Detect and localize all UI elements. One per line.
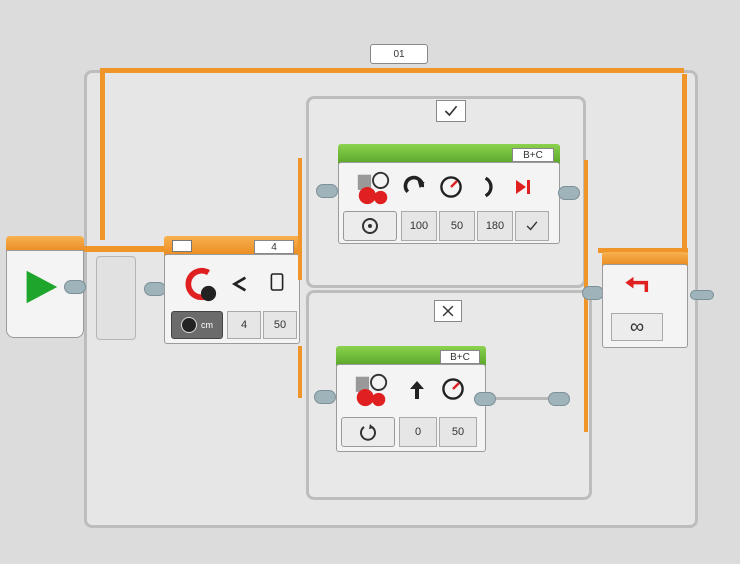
switch-param-threshold[interactable]: 50 [263,311,297,339]
case-false-tab[interactable] [434,300,462,322]
start-output-connector[interactable] [64,280,86,294]
cross-icon [442,305,454,317]
switch-threshold-port[interactable]: 4 [254,240,294,254]
move-bottom-param-steering[interactable]: 0 [399,417,437,447]
switch-port-tab [172,240,192,252]
loop-back-icon [625,276,649,292]
start-block-cap [6,236,84,252]
move-top-param-degrees[interactable]: 180 [477,211,513,241]
move-top-input-connector[interactable] [316,184,338,198]
move-bottom-input-connector[interactable] [314,390,336,404]
brake-icon [516,180,530,194]
loop-output-connector[interactable] [690,290,714,300]
arrow-up-icon [410,381,424,399]
degrees-icon [484,176,493,198]
move-top-ports[interactable]: B+C [512,148,554,162]
move-steering-icon [357,171,390,205]
loop-count-button[interactable]: ∞ [611,313,663,341]
loop-wire-right [682,74,687,252]
play-icon [26,270,58,304]
ultrasonic-sensor-icon [185,267,217,302]
move-top-mode-button[interactable] [343,211,397,241]
move-bottom-ports[interactable]: B+C [440,350,480,364]
loop-entry-pipe [84,246,164,252]
move-bottom-block[interactable]: 0 50 [336,364,486,452]
loop-wire-left [100,68,105,240]
loop-entry-block [96,256,136,340]
loop-end-cap [602,252,688,266]
move-top-output-connector[interactable] [558,186,580,200]
loop-wire-top [104,68,684,73]
loop-end-block[interactable]: ∞ [602,264,688,348]
checkmark-icon [444,105,458,117]
steering-icon [403,175,425,194]
loop-wire-right-bottom [598,248,688,253]
switch-bottom-exit-connector[interactable] [548,392,570,406]
switch-param-compare[interactable]: 4 [227,311,261,339]
switch-exit-connector[interactable] [582,286,604,300]
move-steering-icon-bottom [355,373,388,407]
loop-label[interactable]: 01 [370,44,428,64]
move-bottom-mode-button[interactable] [341,417,395,447]
on-mode-icon [360,424,376,441]
power-gauge-icon [440,176,462,198]
switch-mode-button[interactable]: cm [171,311,223,339]
mode-circle-icon [181,317,197,333]
less-than-icon [231,276,247,292]
rotation-mode-icon [362,218,378,234]
switch-wire-left-bottom [298,346,302,398]
move-bottom-param-power[interactable]: 50 [439,417,477,447]
move-top-cap [338,144,560,164]
move-top-block[interactable]: 100 50 180 [338,162,560,244]
start-block[interactable] [6,250,84,338]
power-gauge-icon-bottom [442,378,464,400]
brake-check-icon [526,221,538,231]
move-bottom-output-connector[interactable] [474,392,496,406]
switch-mode-label: cm [201,320,213,330]
switch-input-connector[interactable] [144,282,166,296]
switch-wire-left-top [298,158,302,280]
case-true-tab[interactable] [436,100,466,122]
move-top-param-power[interactable]: 50 [439,211,475,241]
bottom-sequence-wire [496,397,548,400]
move-top-param-steering[interactable]: 100 [401,211,437,241]
move-top-param-brake[interactable] [515,211,549,241]
switch-block[interactable]: cm 4 50 [164,254,300,344]
sensor-value-icon [270,273,284,291]
